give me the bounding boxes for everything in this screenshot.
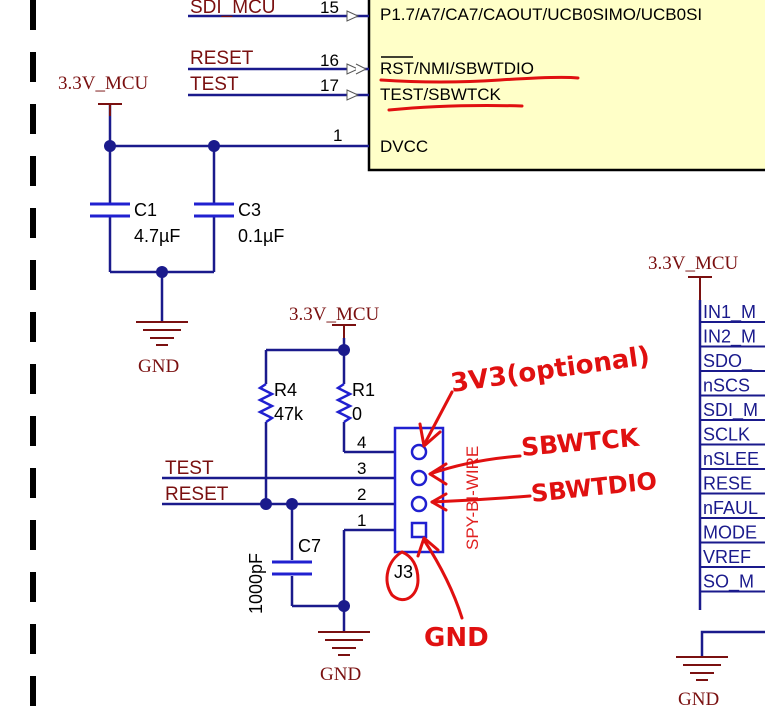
ink-note-sbwtck: SBWTCK xyxy=(520,423,642,462)
header-net-test: TEST xyxy=(165,458,214,479)
j3-pin-1: 1 xyxy=(357,511,366,530)
c3-value: 0.1µF xyxy=(238,226,284,246)
c7-value: 1000pF xyxy=(246,553,266,614)
r1-value: 0 xyxy=(352,404,362,424)
net-label-reset: RESET xyxy=(190,48,254,69)
r4-ref: R4 xyxy=(274,380,297,400)
capacitor-c1-symbol xyxy=(90,202,130,218)
mcu-ic-body xyxy=(367,0,765,172)
mcu-pin-p17: P1.7/A7/CA7/CAOUT/UCB0SIMO/UCB0SI xyxy=(380,5,702,24)
mcu-pin-dvcc: DVCC xyxy=(380,137,428,156)
decoupling-wires xyxy=(108,105,216,322)
right-ic-pin-11: SO_M xyxy=(703,572,754,593)
j3-name: SPY-BI-WIRE xyxy=(463,446,482,550)
ink-note-3v3-optional: 3V3(optional) xyxy=(449,341,652,399)
header-wires xyxy=(162,338,395,632)
right-ic-pin-9: MODE xyxy=(703,523,757,543)
pin-number-1: 1 xyxy=(333,126,342,145)
right-ic-pin-8: nFAUL xyxy=(703,498,758,518)
right-ic-pin-7: RESE xyxy=(703,474,752,494)
mcu-pin-test: TEST/SBWTCK xyxy=(380,85,502,104)
j3-pin-3: 3 xyxy=(357,459,366,478)
right-ic-pin-6: nSLEE xyxy=(703,449,759,469)
ground-symbol-2 xyxy=(318,631,370,656)
ink-note-gnd: GND xyxy=(424,623,489,653)
ground-symbol-1 xyxy=(136,321,188,346)
ink-arrows xyxy=(385,390,532,620)
r4-value: 47k xyxy=(274,404,304,424)
c1-value: 4.7µF xyxy=(134,226,180,246)
right-ground-wire xyxy=(700,630,765,657)
right-ic-pin-10: VREF xyxy=(703,547,751,567)
net-label-test: TEST xyxy=(190,74,239,95)
ink-note-sbwtdio: SBWTDIO xyxy=(530,467,659,508)
pin-number-17: 17 xyxy=(320,76,339,95)
resistor-r1-symbol xyxy=(335,382,353,424)
ink-underlines xyxy=(379,75,580,112)
right-ic-pin-0: IN1_M xyxy=(703,302,756,323)
gnd-label-1: GND xyxy=(138,356,179,377)
r1-ref: R1 xyxy=(352,380,375,400)
pin-number-16: 16 xyxy=(320,51,339,70)
mcu-pin-nets xyxy=(110,14,369,148)
j3-pin-4: 4 xyxy=(357,433,366,452)
gnd-label-3: GND xyxy=(678,689,719,710)
junction-dots-top xyxy=(104,140,220,278)
c7-ref: C7 xyxy=(298,536,321,556)
j3-pin-2: 2 xyxy=(357,485,366,504)
c3-ref: C3 xyxy=(238,200,261,220)
header-net-reset: RESET xyxy=(165,484,229,505)
power-rail-top: 3.3V_MCU xyxy=(58,73,149,94)
right-ic-pin-3: nSCS xyxy=(703,376,750,396)
right-ic-pin-5: SCLK xyxy=(703,425,750,445)
power-rail-right: 3.3V_MCU xyxy=(648,253,739,274)
mcu-pin-rst: RST/NMI/SBWTDIO xyxy=(380,59,534,78)
right-ic-pin-4: SDI_M xyxy=(703,400,758,421)
gnd-label-2: GND xyxy=(320,664,361,685)
resistor-r4-symbol xyxy=(257,382,275,424)
c1-ref: C1 xyxy=(134,200,157,220)
junction-dots-header xyxy=(260,344,350,612)
connector-j3-pins xyxy=(410,443,428,539)
right-ic-pin-list: IN1_M IN2_M SDO_ nSCS SDI_M SCLK nSLEE RESE nFAU… xyxy=(700,302,765,593)
capacitor-c7-symbol xyxy=(272,560,312,576)
right-ic-pin-1: IN2_M xyxy=(703,327,756,348)
pin-number-15: 15 xyxy=(320,0,339,17)
ground-symbol-3 xyxy=(676,656,728,681)
capacitor-c3-symbol xyxy=(194,202,234,218)
pin-direction-arrows xyxy=(346,10,368,101)
net-label-sdi-mcu: SDI_MCU xyxy=(190,0,276,18)
j3-ref: J3 xyxy=(394,562,413,582)
right-ic-pin-2: SDO_ xyxy=(703,351,753,372)
power-rail-mid: 3.3V_MCU xyxy=(289,304,380,325)
